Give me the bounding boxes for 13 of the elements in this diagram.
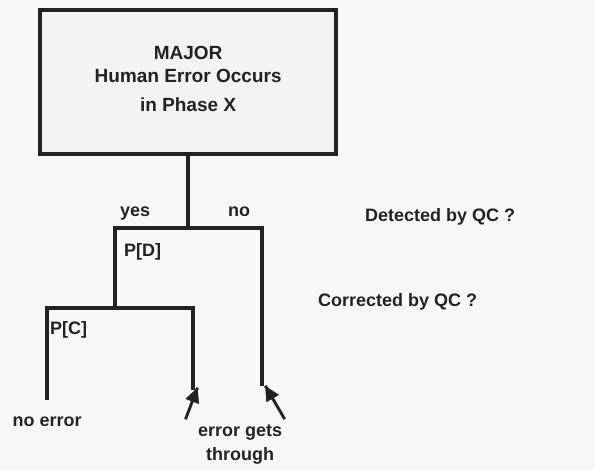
leader-arrow xyxy=(264,386,286,420)
branch-label: no xyxy=(228,200,250,220)
question-label: Corrected by QC ? xyxy=(318,290,478,310)
box-text: MAJOR xyxy=(152,42,224,66)
decision-box xyxy=(38,8,338,156)
branch-label: yes xyxy=(120,200,150,220)
probability-label: P[C] xyxy=(50,318,87,338)
leader-arrow xyxy=(184,388,200,420)
outcome-label: error gets through xyxy=(196,419,284,466)
probability-label: P[D] xyxy=(124,240,161,260)
question-label: Detected by QC ? xyxy=(365,205,516,225)
box-text: Human Error Occurs in Phase X xyxy=(94,64,282,118)
outcome-label: no error xyxy=(11,409,82,431)
